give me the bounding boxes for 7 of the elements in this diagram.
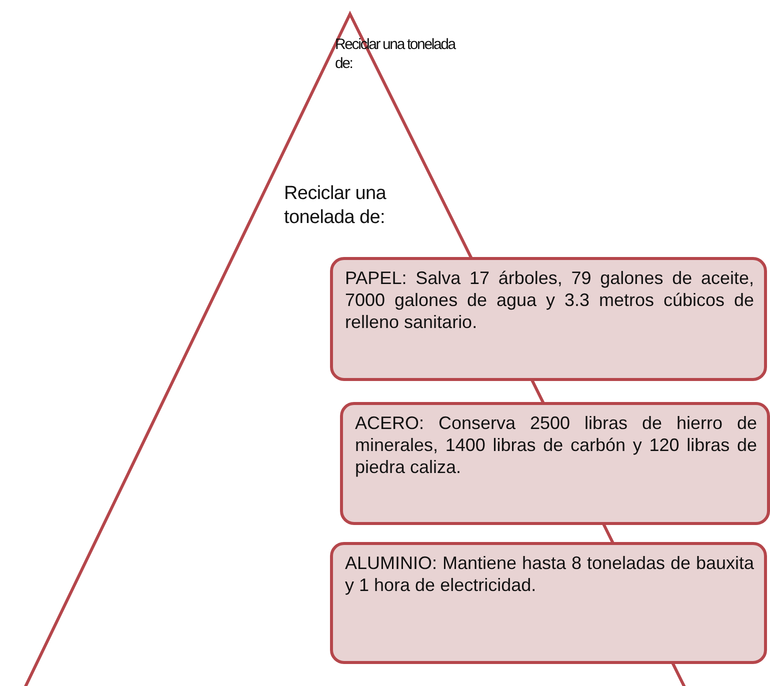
info-card [340, 402, 770, 525]
info-card [330, 542, 767, 664]
info-card [330, 257, 767, 381]
heading-text: Reciclar una tonelada de: [284, 182, 388, 230]
card-text: ACERO: Conserva 2500 libras de hierro de minerales, 1400 libras de carbón y 120 libras de piedra caliza. [355, 413, 757, 479]
card-text: PAPEL: Salva 17 árboles, 79 galones de aceite, 7000 galones de agua y 3.3 metros cúbicos de relleno sanitario. [345, 268, 754, 334]
card-text: ALUMINIO: Mantiene hasta 8 toneladas de bauxita y 1 hora de electricidad. [345, 553, 754, 597]
